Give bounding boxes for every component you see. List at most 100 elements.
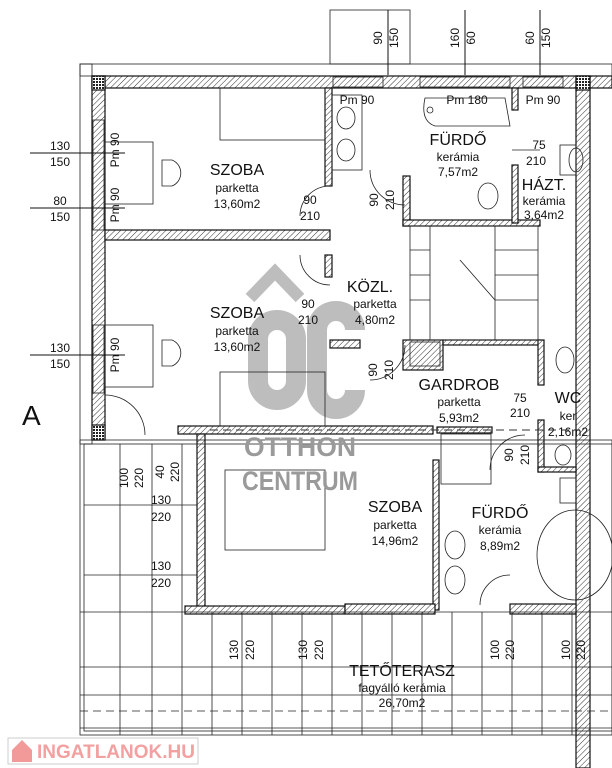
room-area: 2,16m2	[548, 425, 588, 439]
dimension-label: 75	[532, 138, 546, 152]
dimension-label: Pm 90	[108, 337, 122, 372]
dim-height: 150	[50, 210, 70, 224]
room-name: GARDROB	[419, 377, 500, 394]
room-szoba-1: SZOBA parketta 13,60m2	[210, 162, 265, 211]
room-name: SZOBA	[210, 162, 265, 179]
watermark-line2: CENTRUM	[242, 466, 358, 496]
dimension-label: 220	[132, 468, 146, 488]
doors	[104, 149, 540, 606]
room-furdo-1: FÜRDŐ kerámia 7,57m2	[430, 130, 487, 179]
site-logo-text: INGATLANOK.HU	[37, 742, 195, 763]
outer-walls	[79, 9, 612, 768]
room-wc: WC ker 2,16m2	[548, 390, 588, 439]
room-szoba-2: SZOBA parketta 13,60m2	[210, 305, 265, 354]
dimension-label: 210	[298, 313, 318, 327]
room-area: 3,64m2	[524, 208, 564, 222]
dim-width: 130	[50, 341, 70, 355]
room-kozl: KÖZL. parketta 4,80m2	[347, 278, 397, 327]
dimension-label: 90	[502, 448, 516, 462]
room-area: 4,80m2	[355, 313, 395, 327]
dimension-label: Pm 180	[446, 93, 488, 107]
dimension-label: Pm 90	[108, 132, 122, 167]
room-teterasz: TETŐTERASZ fagyálló kerámia 26,70m2	[349, 661, 455, 710]
room-name: FÜRDŐ	[472, 503, 529, 522]
room-szoba-3: SZOBA parketta 14,96m2	[368, 499, 423, 548]
dimension-label: 90	[367, 193, 381, 207]
dimension-label: 210	[526, 154, 546, 168]
window-dimensions-top: 90 150 160 60 60 150	[371, 28, 553, 48]
dimension-label: 220	[312, 640, 326, 660]
parapet-labels: Pm 90 Pm 180 Pm 90 Pm 90 Pm 90 Pm 90	[108, 93, 561, 372]
room-name: SZOBA	[210, 305, 265, 322]
dimension-label: 220	[151, 576, 171, 590]
room-floor: kerámia	[437, 150, 480, 164]
room-area: 14,96m2	[372, 534, 419, 548]
dim-height: 150	[387, 28, 401, 48]
dimension-label: Pm 90	[526, 93, 561, 107]
dimension-label: 130	[296, 640, 310, 660]
room-floor: fagyálló kerámia	[358, 681, 446, 695]
dimension-label: 130	[151, 559, 171, 573]
dimension-label: 220	[503, 640, 517, 660]
dimension-label: 210	[510, 406, 530, 420]
room-floor: parketta	[215, 324, 259, 338]
dimension-label: 210	[383, 190, 397, 210]
dim-width: 130	[50, 139, 70, 153]
room-furdo-2: FÜRDŐ kerámia 8,89m2	[472, 503, 529, 553]
dimension-label: 75	[513, 391, 527, 405]
terrace-paving	[79, 439, 612, 736]
room-area: 8,89m2	[480, 539, 520, 553]
dimension-label: 130	[227, 640, 241, 660]
room-floor: parketta	[373, 518, 417, 532]
room-gardrob: GARDROB parketta 5,93m2	[419, 377, 500, 425]
dimension-label: 40	[153, 465, 167, 479]
house-icon	[12, 740, 32, 762]
window-dimensions-left: 130 150 80 150 130 150	[50, 139, 70, 371]
interior-walls	[104, 87, 580, 615]
dimension-label: 90	[366, 363, 380, 377]
room-name: WC	[555, 390, 582, 407]
room-floor: kerámia	[523, 194, 566, 208]
dimension-leaders	[30, 10, 541, 356]
room-name: SZOBA	[368, 499, 423, 516]
room-name: HÁZT.	[522, 175, 566, 194]
room-area: 26,70m2	[379, 696, 426, 710]
furniture	[104, 87, 612, 601]
room-area: 13,60m2	[214, 340, 261, 354]
dim-width: 60	[523, 31, 537, 45]
room-area: 13,60m2	[214, 197, 261, 211]
section-marker: A	[22, 400, 41, 431]
dimension-label: 100	[559, 640, 573, 660]
watermark-line1: OTTHON	[244, 432, 356, 462]
room-name: FÜRDŐ	[430, 130, 487, 149]
watermark: OTTHON CENTRUM	[242, 432, 358, 496]
staircase	[409, 225, 539, 341]
ingatlanok-logo: INGATLANOK.HU	[7, 737, 199, 765]
room-name: KÖZL.	[347, 278, 393, 296]
dimension-label: 220	[574, 640, 588, 660]
dim-height: 60	[464, 31, 478, 45]
dimension-label: 90	[303, 193, 317, 207]
room-floor: ker	[560, 409, 577, 423]
room-floor: kerámia	[479, 523, 522, 537]
dim-width: 90	[371, 31, 385, 45]
dimension-label: 90	[301, 297, 315, 311]
watermark-logo	[245, 263, 365, 419]
dimension-label: 210	[382, 360, 396, 380]
dimension-label: 130	[151, 493, 171, 507]
dim-width: 160	[448, 28, 462, 48]
room-area: 7,57m2	[438, 165, 478, 179]
dim-height: 150	[50, 357, 70, 371]
dimension-label: 100	[488, 640, 502, 660]
dimension-label: Pm 90	[340, 93, 375, 107]
dimension-label: 100	[117, 468, 131, 488]
dimension-label: 220	[243, 640, 257, 660]
room-floor: parketta	[437, 395, 481, 409]
dim-width: 80	[53, 194, 67, 208]
room-name: TETŐTERASZ	[349, 661, 455, 680]
dimension-label: 210	[518, 445, 532, 465]
